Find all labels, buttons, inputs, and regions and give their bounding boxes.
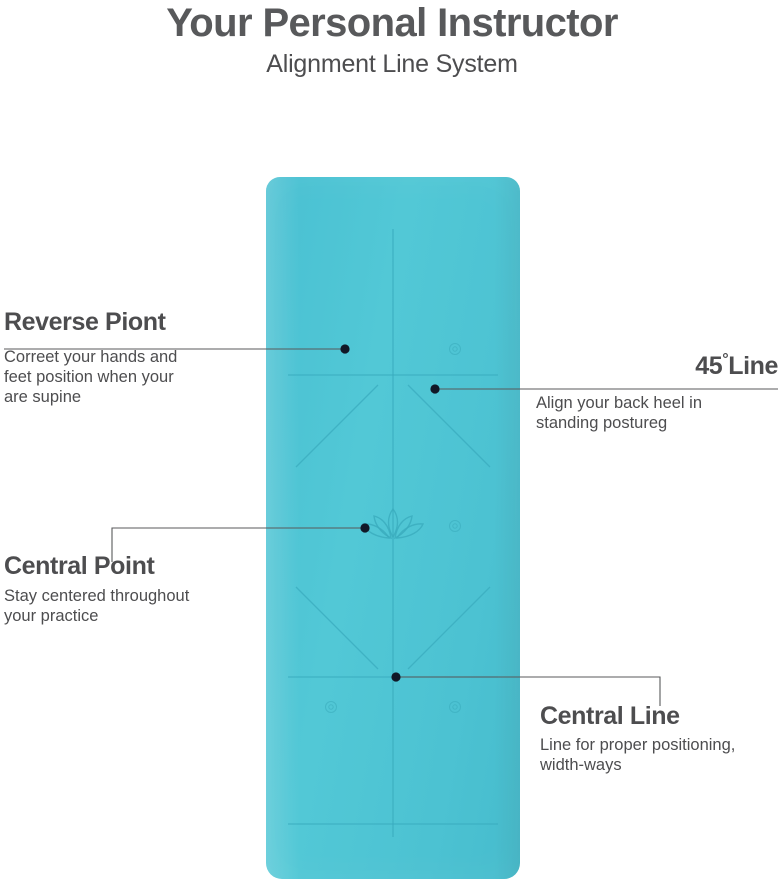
mat-marker-lower-left-outer	[325, 701, 337, 713]
mat-marker-lower-right-outer	[449, 701, 461, 713]
callout-45-line: 45°Line Align your back heel in standing…	[536, 351, 780, 433]
mat-marker-mid-right-outer	[449, 520, 461, 532]
mat-marker-mid-right-inner	[452, 523, 458, 529]
callout-central-line-title: Central Line	[540, 702, 680, 730]
mat-diagonal-upper-right	[407, 384, 491, 468]
callout-reverse-point-title: Reverse Piont	[4, 308, 166, 336]
callout-central-line-description: Line for proper positioning, width-ways	[540, 735, 736, 774]
mat-alignment-lines	[288, 229, 498, 837]
mat-marker-upper-right-outer	[449, 343, 461, 355]
page-subtitle: Alignment Line System	[266, 50, 518, 79]
yoga-mat-illustration	[266, 177, 520, 879]
callout-central-point-title: Central Point	[4, 552, 155, 580]
callout-45-line-word: Line	[728, 352, 778, 380]
mat-diagonal-upper-left	[295, 384, 379, 468]
mat-diagonal-lower-right	[407, 586, 491, 670]
callout-central-line: Central Line Line for proper positioning…	[540, 702, 784, 775]
header: Your Personal Instructor Alignment Line …	[0, 0, 784, 79]
callout-central-point-description: Stay centered throughout your practice	[4, 586, 190, 625]
mat-marker-lower-left-inner	[328, 704, 334, 710]
callout-reverse-point: Reverse Piont Correet your hands and fee…	[4, 308, 254, 407]
page-title: Your Personal Instructor	[166, 1, 618, 45]
callout-45-line-description: Align your back heel in standing posture…	[536, 393, 703, 432]
mat-marker-lower-right-inner	[452, 704, 458, 710]
mat-diagonal-lower-left	[295, 586, 379, 670]
mat-marker-upper-right-inner	[452, 346, 458, 352]
degree-symbol-icon: °	[722, 351, 729, 368]
mat-shadow-right	[494, 177, 520, 879]
callout-central-point: Central Point Stay centered throughout y…	[4, 552, 264, 626]
callout-45-line-title: 45°Line	[536, 351, 778, 381]
yoga-mat-surface	[266, 177, 520, 879]
callout-45-line-number: 45	[695, 352, 723, 380]
callout-reverse-point-description: Correet your hands and feet position whe…	[4, 347, 178, 406]
